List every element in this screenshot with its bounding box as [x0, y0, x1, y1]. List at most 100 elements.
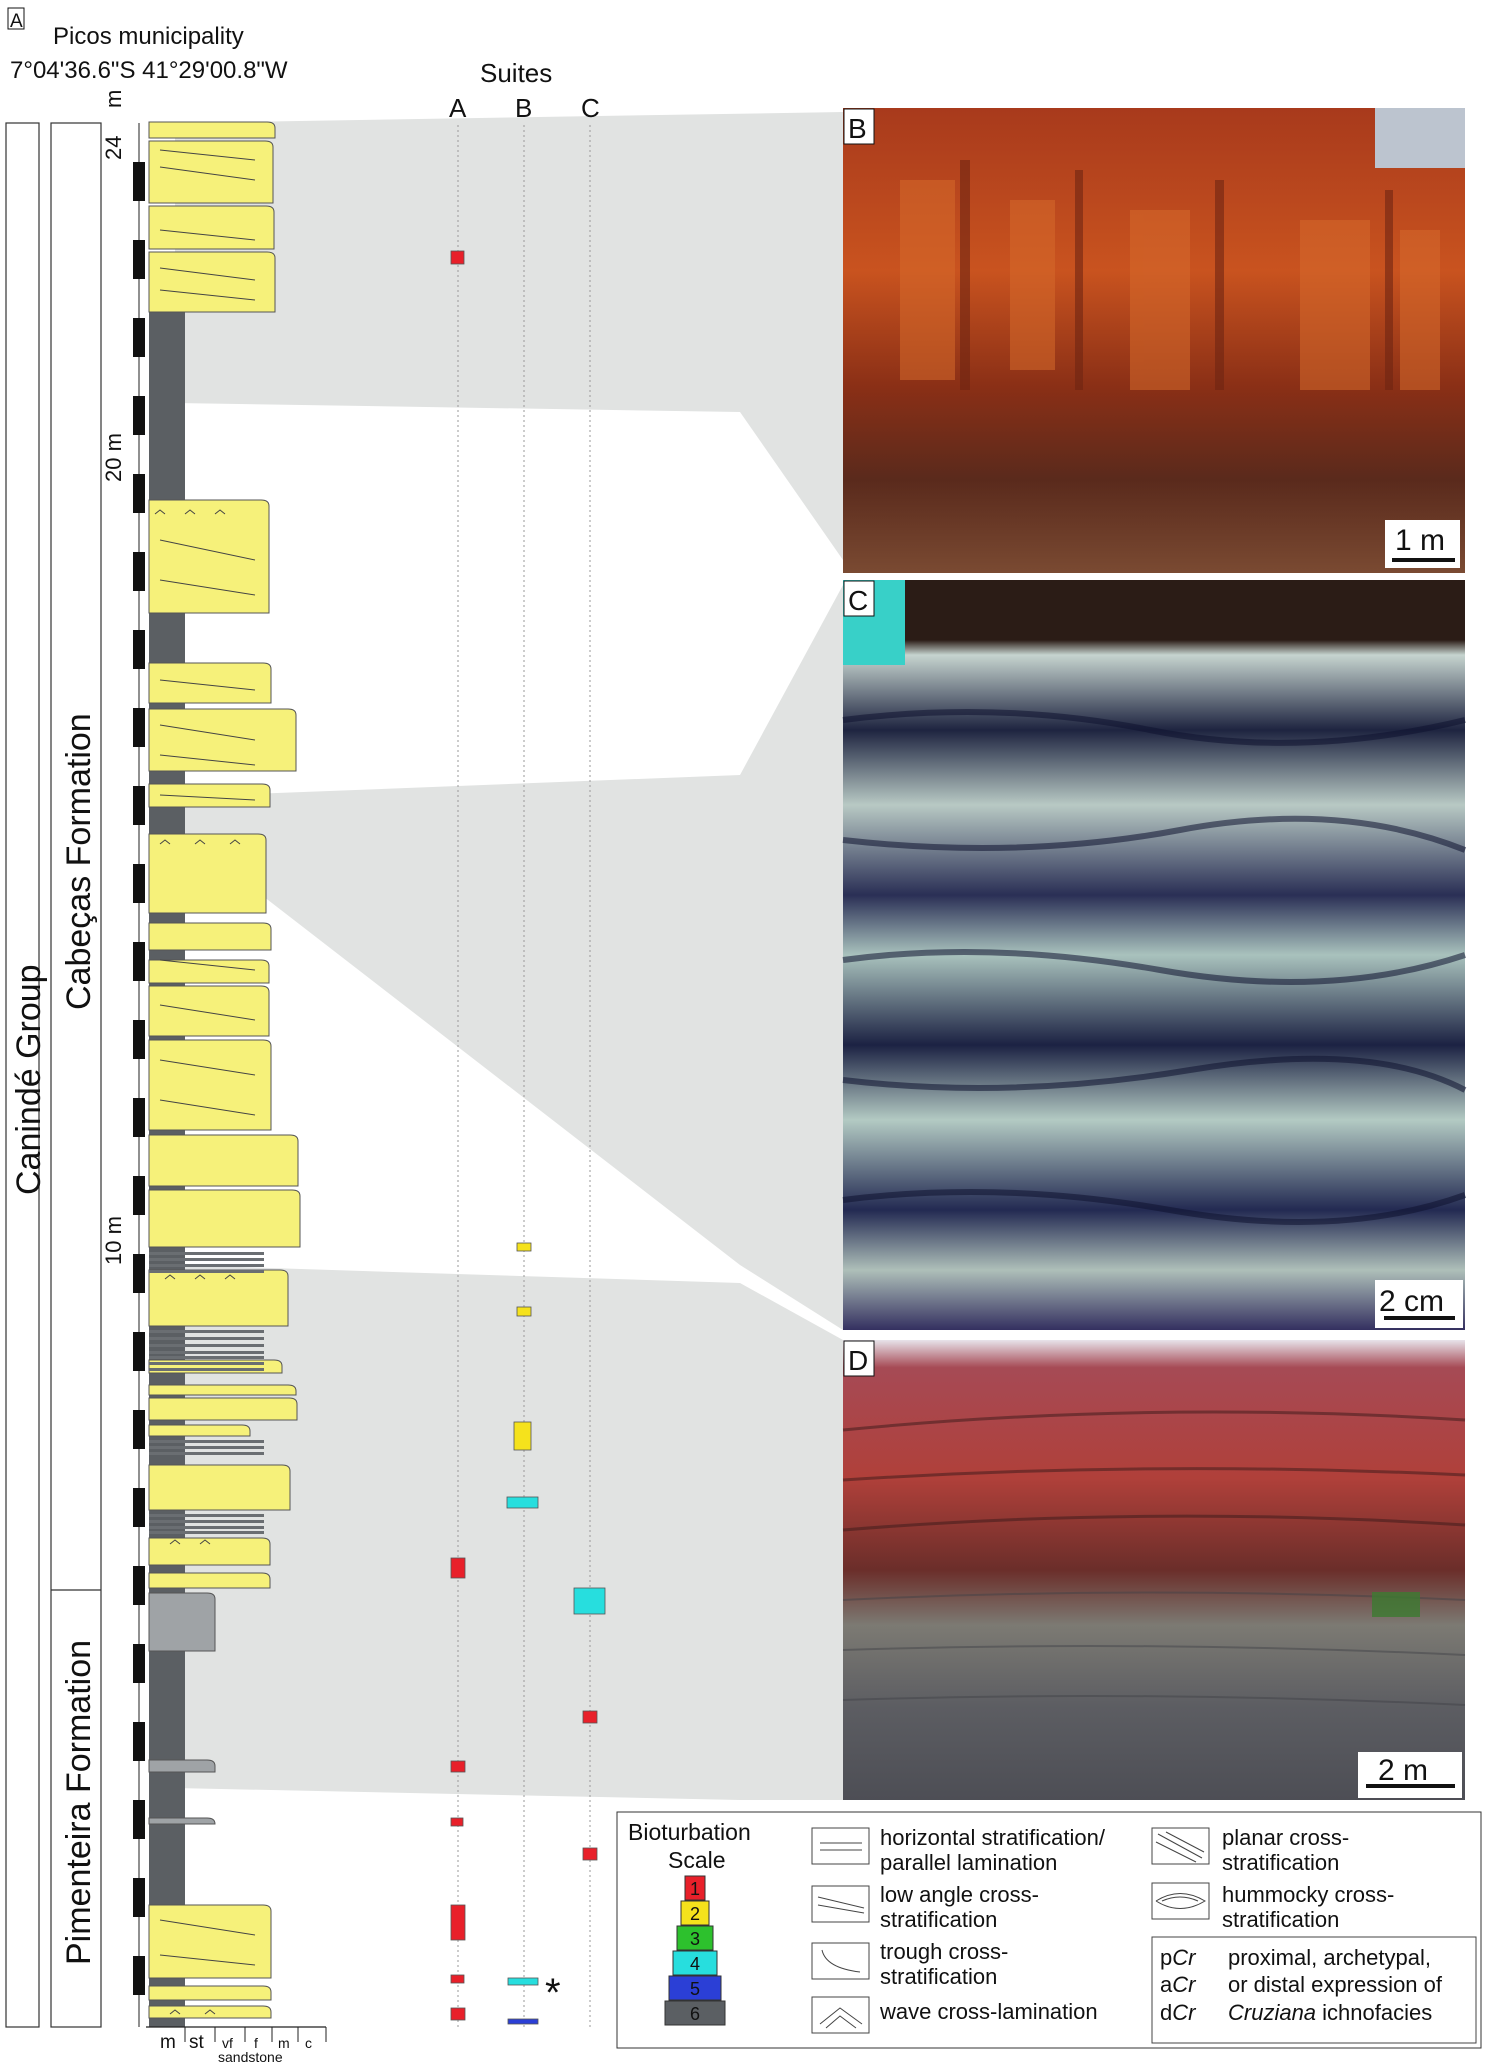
wave-mark	[199, 1539, 211, 1545]
heterolithic-stripe	[149, 1264, 264, 1267]
lithology-bed	[148, 959, 270, 984]
lithology-bed	[148, 1424, 251, 1437]
scale-block	[133, 864, 145, 903]
heterolithic-stripe	[149, 1446, 264, 1449]
scale-block	[133, 1020, 145, 1059]
heterolithic-stripe	[149, 1258, 264, 1261]
lithology-bed	[148, 1397, 298, 1421]
lithology-bed	[148, 708, 297, 772]
bioturbation-level-label: 5	[690, 1979, 700, 1999]
lithology-bed	[148, 1537, 271, 1566]
lamination-line	[159, 267, 256, 281]
lithology-bed	[148, 1817, 216, 1825]
lamination-line	[159, 679, 256, 691]
lithology-bed	[148, 833, 267, 914]
photo-c: 2 cm C	[842, 580, 1467, 1330]
scale-block	[133, 1566, 145, 1605]
bioturbation-level-label: 1	[690, 1879, 700, 1899]
bioturbation-level-5	[668, 1975, 722, 2001]
lamination-line	[159, 229, 256, 241]
bioturbation-level-6	[664, 2000, 726, 2026]
formation-column-frame	[50, 122, 102, 2028]
scale-block	[133, 1410, 145, 1449]
lamination-line	[159, 579, 256, 596]
symbol-wave-cross-lamination	[811, 1996, 870, 2034]
wave-mark	[194, 1274, 206, 1280]
lithology-bed	[148, 1384, 297, 1396]
photo-c-scale: 2 cm	[1379, 1285, 1444, 1318]
lithology-bed	[148, 205, 275, 250]
lithology-bed	[148, 1359, 283, 1374]
scale-tick-20m: 20 m	[101, 433, 126, 482]
correlation-band-c	[175, 585, 843, 1330]
heterolithic-stripe	[149, 1531, 264, 1534]
scale-block	[133, 162, 145, 201]
bioturbation-mark	[513, 1421, 532, 1451]
wave-mark	[194, 839, 206, 845]
heterolithic-stripe	[149, 1440, 264, 1443]
lithology-bed	[148, 1572, 271, 1589]
legend-planar-line1: planar cross-	[1222, 1825, 1349, 1850]
wave-mark	[229, 839, 241, 845]
grain-size-m: m	[160, 2032, 176, 2053]
lithology-bed	[148, 922, 272, 951]
symbol-horizontal-stratification	[811, 1827, 870, 1865]
suite-b-label: B	[515, 93, 532, 123]
wave-mark	[159, 839, 171, 845]
bioturbation-level-label: 2	[690, 1904, 700, 1924]
photo-d-label: D	[848, 1345, 868, 1376]
scale-tick-10m: 10 m	[101, 1216, 126, 1265]
grain-size-c: c	[305, 2035, 312, 2051]
lithology-beds	[148, 121, 301, 2019]
heterolithic-stripe	[149, 1526, 264, 1529]
group-label: Canindé Group	[10, 964, 48, 1195]
scale-block	[133, 552, 145, 591]
cruziana-desc-line3: Cruziana ichnofacies	[1228, 2000, 1432, 2025]
lithology-bed	[148, 1592, 216, 1652]
scale-tick-24: 24	[101, 136, 126, 160]
lamination-line	[159, 1099, 256, 1116]
heterolithic-stripe	[149, 1344, 264, 1347]
lithology-bed	[148, 1464, 291, 1511]
lithology-bed	[148, 1904, 272, 1979]
wave-mark	[154, 509, 166, 515]
lamination-line	[159, 1059, 256, 1076]
wave-mark	[214, 509, 226, 515]
bioturbation-title-2: Scale	[668, 1847, 726, 1873]
group-column-frame	[5, 122, 40, 2028]
grain-size-m-sand: m	[278, 2035, 290, 2051]
photo-c-label: C	[848, 585, 868, 616]
cruziana-desc-line1: proximal, archetypal,	[1228, 1945, 1431, 1970]
grain-size-vf: vf	[222, 2035, 233, 2051]
bioturbation-mark	[516, 1242, 532, 1252]
lithology-bed	[148, 985, 270, 1037]
bioturbation-mark	[516, 1306, 532, 1317]
scale-block	[133, 1878, 145, 1917]
lithology-bed	[148, 140, 274, 204]
lamination-line	[159, 1004, 256, 1021]
lamination-line	[159, 794, 256, 801]
lamination-line	[159, 959, 256, 971]
lamination-line	[159, 149, 256, 161]
grain-size-caption: sandstone	[218, 2049, 283, 2065]
scale-bar-blocks	[133, 162, 145, 1995]
wave-mark	[164, 1274, 176, 1280]
scale-block	[133, 786, 145, 825]
legend-horizontal-line2: parallel lamination	[880, 1850, 1057, 1875]
legend-trough-line2: stratification	[880, 1964, 997, 1989]
scale-block	[133, 1176, 145, 1215]
bioturbation-mark	[450, 2007, 466, 2021]
bioturbation-mark	[450, 1974, 465, 1984]
bioturbation-mark	[582, 1847, 598, 1861]
lithology-bed	[148, 1985, 272, 2001]
scale-block	[133, 1800, 145, 1839]
symbol-low-angle-cross-stratification	[811, 1885, 870, 1923]
locality-coordinates: 7°04'36.6"S 41°29'00.8"W	[10, 57, 288, 84]
cruziana-box	[1151, 1936, 1477, 2044]
lithology-bed	[148, 499, 270, 614]
grain-size-st: st	[189, 2032, 205, 2053]
lamination-line	[159, 754, 256, 766]
heterolithic-stripe	[149, 1270, 264, 1273]
panel-a-label-box	[7, 7, 25, 30]
grain-size-ticks	[184, 2027, 327, 2042]
